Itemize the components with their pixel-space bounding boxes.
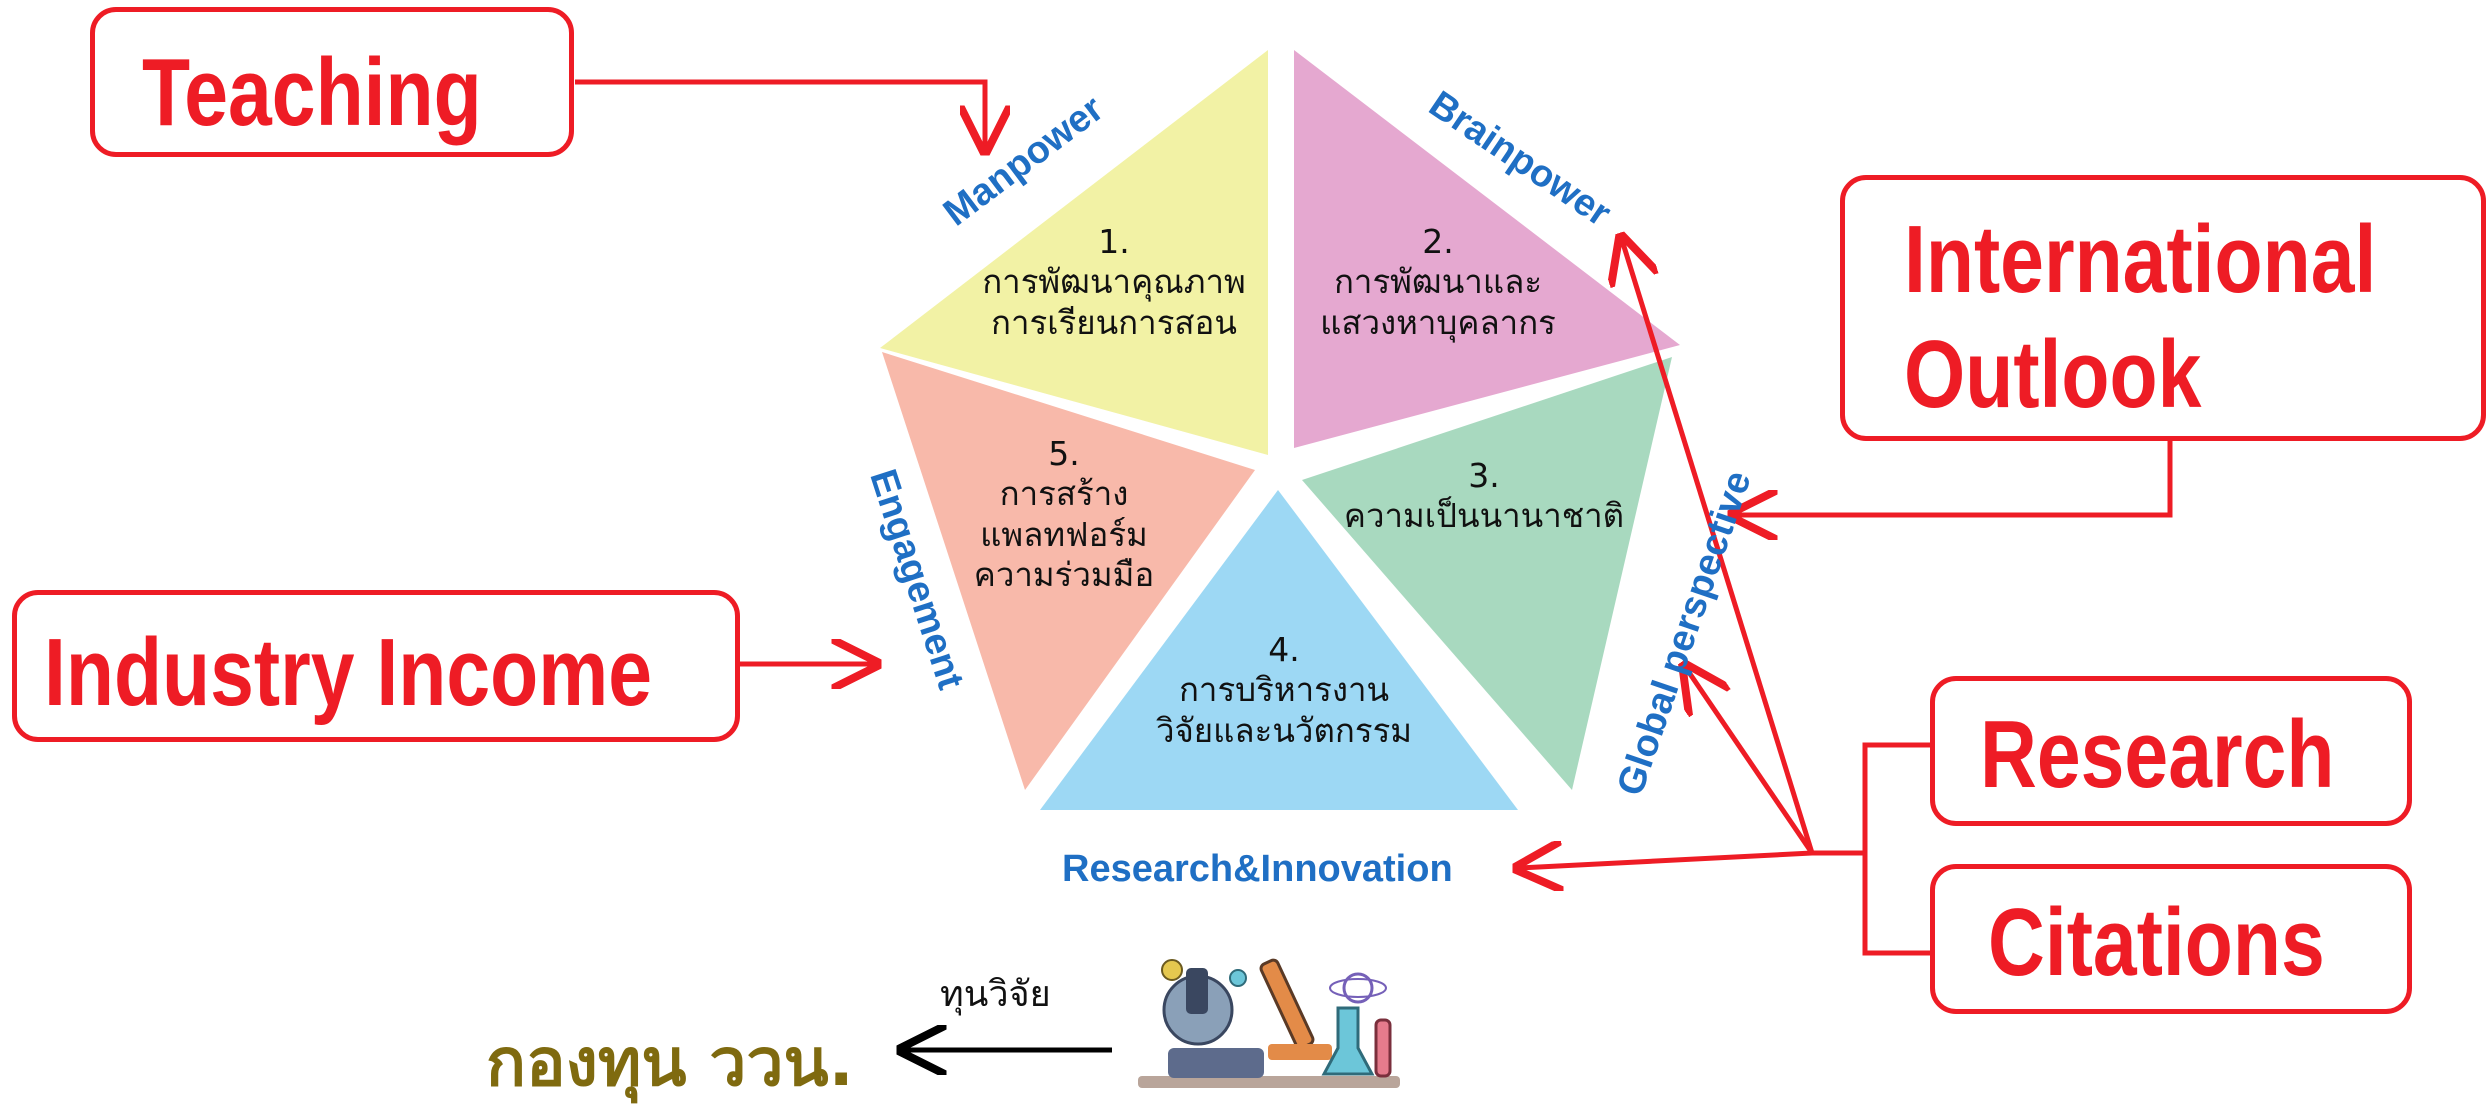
science-lab-illustration: [1138, 958, 1400, 1088]
segment-3-number: 3.: [1468, 456, 1500, 495]
arrow-to-research-innovation: [1520, 853, 1813, 868]
segment-4-shape: [1040, 490, 1518, 810]
funding-note: ทุนวิจัย: [940, 974, 1051, 1015]
segment-1-line-2: การเรียนการสอน: [991, 302, 1237, 342]
segment-1-line-1: การพัฒนาคุณภาพ: [982, 262, 1246, 302]
segment-5-shape: [882, 352, 1255, 790]
arrow-to-global-perspective: [1686, 668, 1815, 855]
industry-income-label: Industry Income: [44, 619, 653, 726]
segment-2-line-2: แสวงหาบุคลากร: [1320, 302, 1556, 342]
segment-5-line-3: ความร่วมมือ: [973, 554, 1155, 594]
segment-3-shape: [1302, 357, 1672, 790]
segment-5-line-2: แพลทฟอร์ม: [980, 514, 1148, 554]
segment-1-text: 1. การพัฒนาคุณภาพ การเรียนการสอน: [982, 222, 1246, 343]
teaching-label: Teaching: [142, 39, 482, 146]
segment-3-text: 3. ความเป็นนานาชาติ: [1344, 456, 1624, 537]
segment-2-text: 2. การพัฒนาและ แสวงหาบุคลากร: [1320, 222, 1556, 343]
segment-5-number: 5.: [1048, 434, 1080, 473]
segment-3-line-1: ความเป็นนานาชาติ: [1343, 496, 1625, 536]
international-outlook-label-line1: International: [1904, 206, 2377, 313]
segment-4-line-1: การบริหารงาน: [1178, 670, 1390, 710]
citations-label: Citations: [1988, 889, 2325, 996]
segment-4-line-2: วิจัยและนวัตกรรม: [1155, 710, 1413, 750]
funding-source: กองทุน ววน.: [486, 1024, 854, 1101]
segment-2-number: 2.: [1422, 222, 1454, 261]
arrow-outlook-to-global: [1735, 441, 2173, 515]
segment-1-number: 1.: [1098, 222, 1130, 261]
international-outlook-label-line2: Outlook: [1904, 321, 2202, 428]
connector-lines: [575, 79, 2173, 956]
segment-5-text: 5. การสร้าง แพลทฟอร์ม ความร่วมมือ: [974, 434, 1154, 595]
segment-5-line-1: การสร้าง: [999, 474, 1129, 514]
bracket-line: [1862, 742, 1930, 956]
industry-income-box: [12, 590, 740, 742]
segment-4-text: 4. การบริหารงาน วิจัยและนวัตกรรม: [1156, 630, 1412, 751]
arrow-to-brainpower: [1622, 240, 1815, 854]
research-label: Research: [1980, 701, 2335, 808]
segment-2-shape: [1294, 50, 1680, 448]
arrow-teaching-to-manpower: [575, 79, 985, 148]
segment-2-line-1: การพัฒนาและ: [1333, 262, 1543, 302]
segment-1-shape: [880, 50, 1268, 455]
axis-label-research-innovation: Research&Innovation: [1062, 848, 1453, 890]
teaching-box: [90, 7, 574, 157]
research-box: [1930, 676, 2412, 826]
international-outlook-box: [1840, 175, 2486, 441]
citations-box: [1930, 864, 2412, 1014]
segment-4-number: 4.: [1268, 630, 1300, 669]
